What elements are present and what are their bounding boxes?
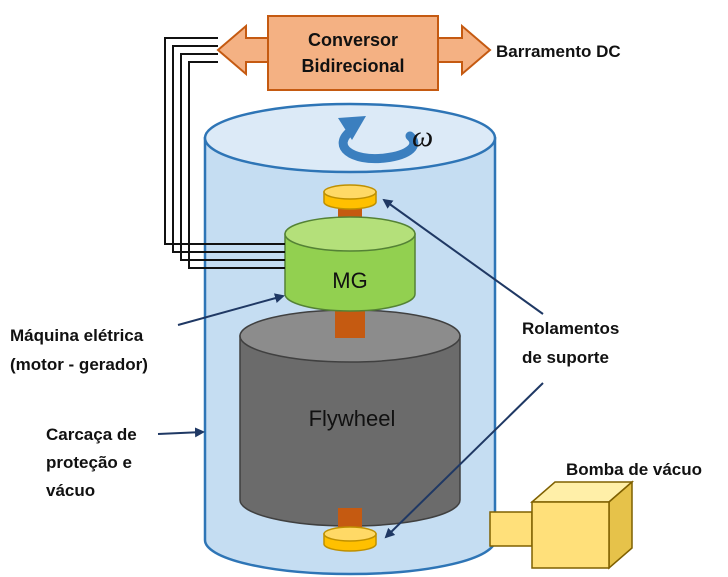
electric-machine-pointer (177, 293, 285, 326)
omega-symbol: ω (412, 120, 433, 153)
motor-generator (284, 216, 416, 312)
housing-label-line2: proteção e (46, 453, 132, 472)
bearing-pointer-top (382, 198, 544, 315)
power-cables (164, 37, 285, 269)
vacuum-pump (489, 480, 635, 570)
converter-label-line1: Conversor (308, 30, 398, 50)
mg-label: MG (332, 268, 367, 293)
bearings-label-line1: Rolamentos (522, 319, 619, 338)
housing-pointer (157, 427, 205, 438)
flywheel-rotor (239, 309, 461, 527)
converter-label-line2: Bidirecional (301, 56, 404, 76)
housing-label-line3: vácuo (46, 481, 95, 500)
electric-machine-label-line1: Máquina elétrica (10, 326, 144, 345)
top-bearing (323, 184, 377, 220)
bearing-pointer-bottom (384, 382, 544, 539)
housing-label-line1: Carcaça de (46, 425, 137, 444)
bearings-label-line2: de suporte (522, 348, 609, 367)
flywheel-label: Flywheel (309, 406, 396, 431)
rotation-arrow-icon (338, 116, 419, 164)
dc-bus-label: Barramento DC (496, 42, 621, 61)
electric-machine-label-line2: (motor - gerador) (10, 355, 148, 374)
vacuum-pump-label: Bomba de vácuo (566, 460, 702, 479)
converter-block (216, 15, 492, 91)
bottom-bearing (323, 526, 377, 552)
